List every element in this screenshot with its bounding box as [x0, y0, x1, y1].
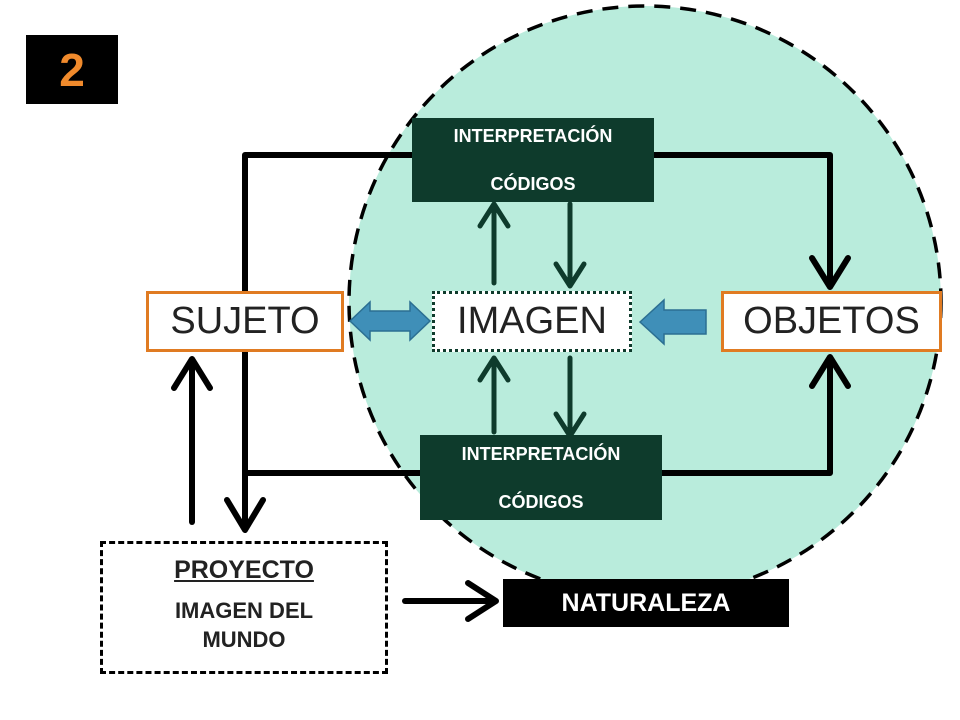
codes-top-interpretacion: INTERPRETACIÓN: [453, 126, 613, 146]
codes-bottom-box: INTERPRETACIÓN CÓDIGOS: [420, 435, 662, 520]
codes-top-codigos: CÓDIGOS: [490, 174, 576, 194]
down-arrow-top-head: [553, 261, 587, 289]
objetos-node: OBJETOS: [721, 291, 942, 352]
naturaleza-label: NATURALEZA: [503, 579, 789, 627]
blue-left-arrow: [638, 298, 707, 346]
up-arrow-top-head: [477, 201, 511, 229]
arrowhead-right-naturaleza: [465, 580, 499, 622]
top-loop-right-line: [651, 152, 833, 286]
proyecto-subtitle: IMAGEN DEL MUNDO: [174, 598, 314, 652]
bottom-loop-right-line: [659, 357, 833, 476]
arrowheads: [171, 255, 851, 622]
proyecto-title: PROYECTO: [174, 556, 314, 584]
proyecto-box: PROYECTO IMAGEN DEL MUNDO: [100, 541, 388, 674]
sujeto-node: SUJETO: [146, 291, 344, 352]
codes-top-box: INTERPRETACIÓN CÓDIGOS: [412, 118, 654, 202]
up-arrow-bottom-head: [477, 355, 511, 383]
imagen-node: IMAGEN: [432, 291, 632, 352]
arrowhead-down-proyecto: [224, 497, 266, 533]
slide-number-badge: 2: [26, 35, 118, 104]
arrowhead-up-sujeto: [171, 356, 213, 391]
codes-bottom-codigos: CÓDIGOS: [498, 491, 584, 512]
top-loop-line: [242, 152, 415, 528]
blue-double-arrow: [348, 300, 432, 342]
codes-bottom-interpretacion: INTERPRETACIÓN: [461, 443, 621, 464]
connector-lines: [189, 152, 833, 604]
arrowhead-up-objetos: [809, 354, 851, 389]
arrowhead-down-objetos: [809, 255, 851, 290]
code-arrows: [477, 201, 587, 439]
